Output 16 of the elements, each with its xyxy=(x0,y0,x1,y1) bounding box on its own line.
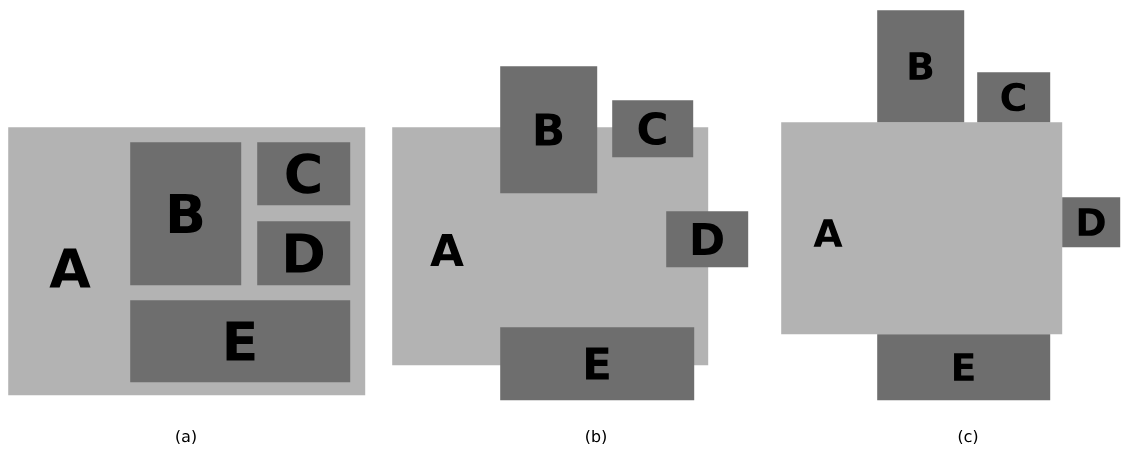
block-box: B xyxy=(877,10,965,123)
block-box: D xyxy=(257,221,351,286)
panel-label: (b) xyxy=(586,429,606,445)
container-box: A xyxy=(781,122,1063,335)
panel-label: (c) xyxy=(958,429,978,445)
block-box: B xyxy=(130,142,242,286)
block-box: C xyxy=(612,100,694,158)
block-box: D xyxy=(1062,197,1121,248)
block-box: C xyxy=(257,142,351,206)
block-box: E xyxy=(877,334,1051,401)
block-box: E xyxy=(130,300,351,383)
block-box: C xyxy=(977,72,1051,123)
block-box: D xyxy=(666,211,749,268)
block-box: E xyxy=(500,327,695,401)
panel-label: (a) xyxy=(176,429,196,445)
block-box: B xyxy=(500,66,598,194)
